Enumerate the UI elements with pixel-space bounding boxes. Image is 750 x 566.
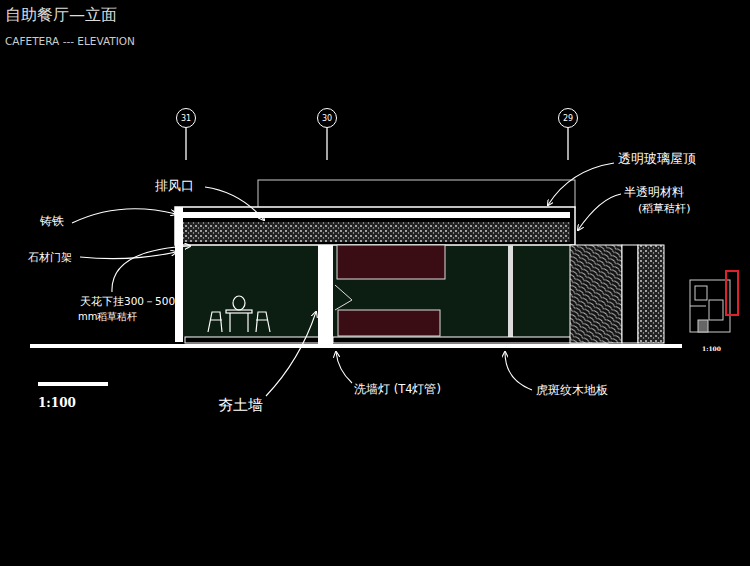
annotation: 透明玻璃屋顶 bbox=[618, 152, 696, 167]
annotation: (稻草秸杆) bbox=[638, 203, 691, 216]
subtitle: CAFETERA --- ELEVATION bbox=[5, 35, 135, 47]
grid-number: 29 bbox=[563, 114, 573, 123]
annotation: 排风口 bbox=[155, 179, 194, 194]
grid-number: 31 bbox=[181, 114, 191, 123]
title: 自助餐厅—立面 bbox=[5, 6, 117, 24]
grid-number: 30 bbox=[322, 114, 332, 123]
annotation: 石材门架 bbox=[28, 251, 72, 263]
scale-label: 1:100 bbox=[38, 397, 76, 411]
grid-bubble: 30 bbox=[317, 108, 337, 128]
annotation: mm稻草秸杆 bbox=[78, 311, 137, 323]
annotation: 铸铁 bbox=[40, 215, 64, 229]
grid-bubble: 29 bbox=[558, 108, 578, 128]
annotation: 夯土墙 bbox=[218, 397, 263, 414]
scale-label: 1:100 bbox=[702, 346, 721, 353]
annotation: 半透明材料 bbox=[624, 186, 684, 200]
annotation: 虎斑纹木地板 bbox=[536, 384, 608, 397]
annotation: 天花下挂300－500 bbox=[80, 295, 175, 307]
annotation: 洗墙灯 (T4灯管) bbox=[354, 383, 441, 396]
grid-bubble: 31 bbox=[176, 108, 196, 128]
